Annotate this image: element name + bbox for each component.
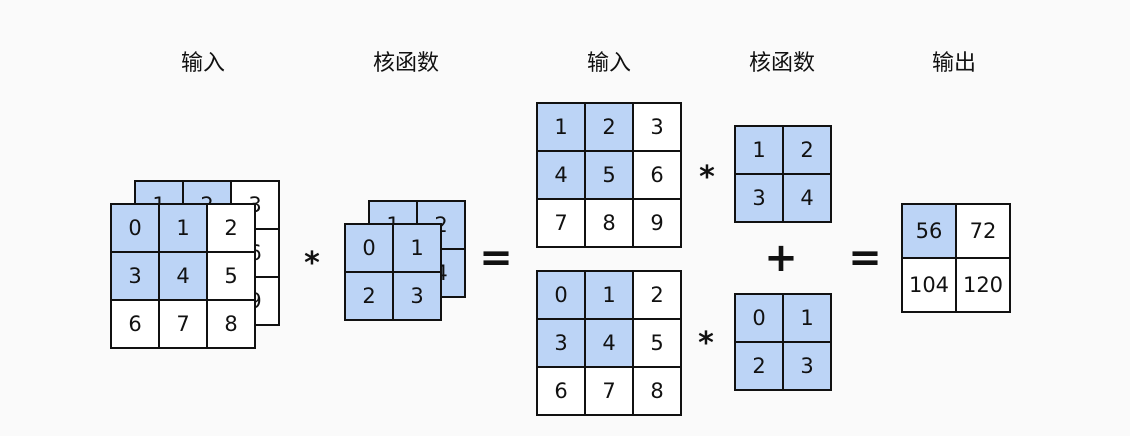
output-cell-1-1: 120: [955, 257, 1011, 313]
input-channel-0-front-cell-2-2: 8: [206, 299, 256, 349]
convolution-operator-top: *: [699, 160, 715, 195]
input-channel-0-cell-0-2: 2: [632, 270, 682, 320]
input-channel-0-front-cell-0-2: 2: [206, 203, 256, 253]
equals-operator-right: =: [848, 235, 882, 281]
label-kernel-right: 核函数: [748, 51, 816, 76]
label-output: 输出: [931, 51, 977, 76]
convolution-operator-left: *: [304, 246, 320, 281]
input-channel-0-front-cell-1-1: 4: [158, 251, 208, 301]
input-channel-0-front-cell-1-2: 5: [206, 251, 256, 301]
input-channel-1-cell-0-2: 3: [632, 102, 682, 152]
input-channel-0-front-cell-0-1: 1: [158, 203, 208, 253]
input-channel-1-cell-1-0: 4: [536, 150, 586, 200]
input-channel-0-cell-1-0: 3: [536, 318, 586, 368]
input-channel-0-cell-1-1: 4: [584, 318, 634, 368]
kernel-channel-0-front-cell-0-1: 1: [392, 223, 442, 273]
input-channel-1-cell-1-1: 5: [584, 150, 634, 200]
input-channel-0-front-cell-0-0: 0: [110, 203, 160, 253]
input-channel-0-cell-2-1: 7: [584, 366, 634, 416]
kernel-channel-0-cell-1-0: 2: [734, 341, 784, 391]
kernel-channel-1-cell-1-1: 4: [782, 173, 832, 223]
kernel-channel-0-cell-0-0: 0: [734, 293, 784, 343]
input-channel-0-cell-0-1: 1: [584, 270, 634, 320]
kernel-channel-1-cell-0-1: 2: [782, 125, 832, 175]
output-cell-0-0: 56: [901, 203, 957, 259]
input-channel-0-cell-2-2: 8: [632, 366, 682, 416]
kernel-channel-0-front-cell-1-0: 2: [344, 271, 394, 321]
input-channel-0-cell-1-2: 5: [632, 318, 682, 368]
input-channel-0-cell-2-0: 6: [536, 366, 586, 416]
kernel-channel-0-front-cell-0-0: 0: [344, 223, 394, 273]
input-channel-0-front-cell-2-1: 7: [158, 299, 208, 349]
input-channel-0-cell-0-0: 0: [536, 270, 586, 320]
label-input-left: 输入: [180, 51, 226, 76]
plus-operator: +: [764, 235, 798, 281]
input-channel-1-cell-0-0: 1: [536, 102, 586, 152]
equals-operator-left: =: [479, 235, 513, 281]
kernel-channel-0-front-cell-1-1: 3: [392, 271, 442, 321]
label-input-right: 输入: [586, 51, 632, 76]
input-channel-0-front-cell-1-0: 3: [110, 251, 160, 301]
output-cell-0-1: 72: [955, 203, 1011, 259]
input-channel-0-front-cell-2-0: 6: [110, 299, 160, 349]
kernel-channel-1-cell-0-0: 1: [734, 125, 784, 175]
convolution-operator-bottom: *: [698, 326, 714, 361]
output-cell-1-0: 104: [901, 257, 957, 313]
label-kernel-left: 核函数: [372, 51, 440, 76]
kernel-channel-0-cell-1-1: 3: [782, 341, 832, 391]
input-channel-1-cell-2-0: 7: [536, 198, 586, 248]
input-channel-1-cell-0-1: 2: [584, 102, 634, 152]
kernel-channel-1-cell-1-0: 3: [734, 173, 784, 223]
kernel-channel-0-cell-0-1: 1: [782, 293, 832, 343]
input-channel-1-cell-2-1: 8: [584, 198, 634, 248]
input-channel-1-cell-2-2: 9: [632, 198, 682, 248]
input-channel-1-cell-1-2: 6: [632, 150, 682, 200]
